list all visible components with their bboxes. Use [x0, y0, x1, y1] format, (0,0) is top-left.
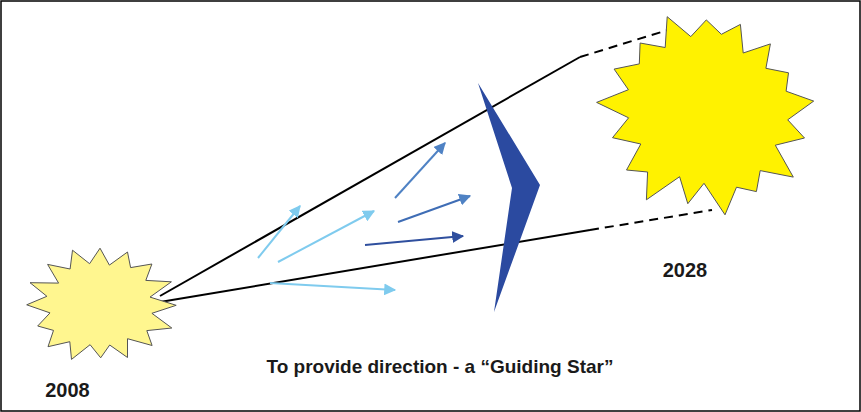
direction-arrow [365, 236, 463, 245]
cone-dashed-line [590, 210, 712, 230]
cone-line [160, 230, 590, 302]
star-shape [27, 248, 177, 359]
year-label: 2008 [20, 378, 115, 402]
year-label: 2028 [630, 258, 740, 282]
caption-text: To provide direction - a “Guiding Star” [190, 356, 690, 379]
direction-arrow [258, 206, 300, 258]
direction-arrow [395, 143, 445, 198]
chevron-shape [478, 83, 540, 312]
direction-arrow [270, 283, 395, 290]
direction-arrow [398, 196, 470, 222]
star-shape [597, 17, 814, 215]
direction-arrow [278, 211, 374, 262]
